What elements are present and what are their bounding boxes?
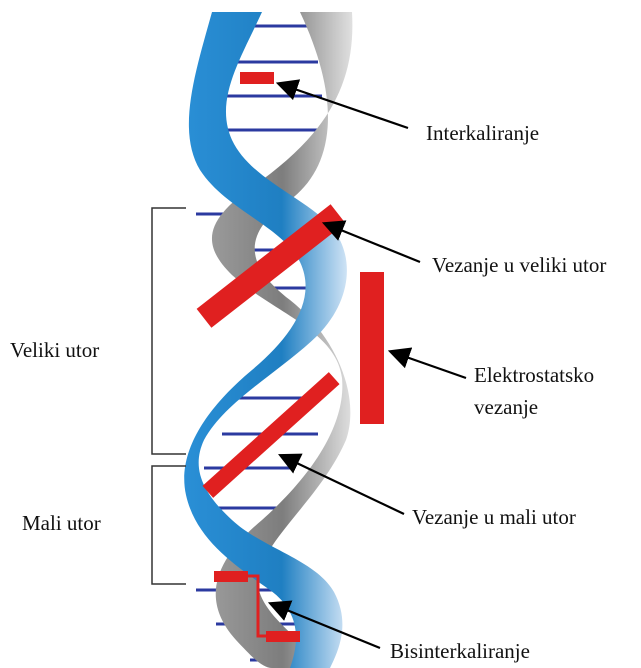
label-electrostatic-line1: Elektrostatsko bbox=[474, 363, 594, 387]
label-minor-groove: Mali utor bbox=[22, 511, 101, 535]
label-electrostatic-line2: vezanje bbox=[474, 395, 538, 419]
label-major-groove-binding: Vezanje u veliki utor bbox=[432, 253, 606, 277]
bisintercalator-top bbox=[214, 571, 248, 582]
minor-groove-bracket bbox=[152, 466, 186, 584]
label-intercalation: Interkaliranje bbox=[426, 121, 539, 145]
major-groove-bracket bbox=[152, 208, 186, 454]
label-minor-groove-binding: Vezanje u mali utor bbox=[412, 505, 576, 529]
label-bisintercalation: Bisinterkaliranje bbox=[390, 639, 530, 663]
electrostatic-binder bbox=[360, 272, 384, 424]
arrow-electrostatic bbox=[392, 352, 466, 378]
bisintercalator-bottom bbox=[266, 631, 300, 642]
groove-brackets bbox=[152, 208, 186, 584]
intercalator bbox=[240, 72, 274, 84]
arrow-intercalation bbox=[280, 84, 408, 128]
label-major-groove: Veliki utor bbox=[10, 338, 99, 362]
